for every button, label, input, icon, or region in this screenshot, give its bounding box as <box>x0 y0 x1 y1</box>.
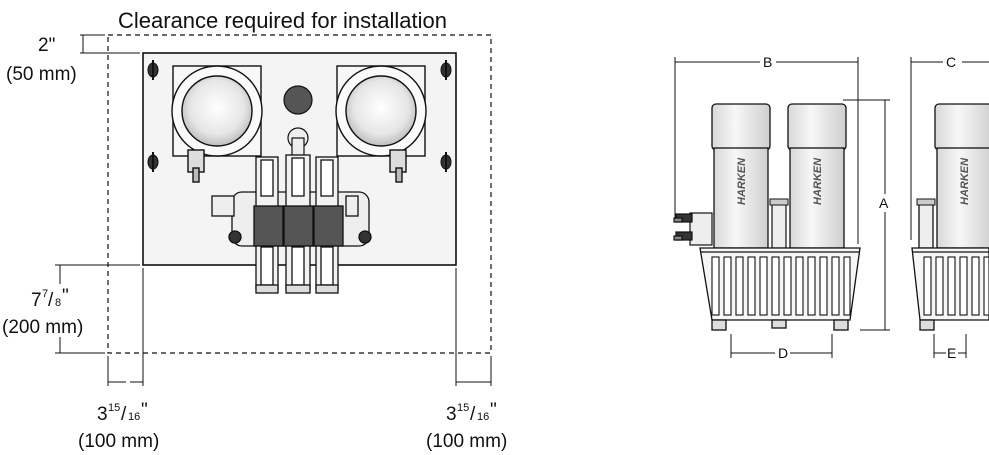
clearance-title: Clearance required for installation <box>118 8 447 33</box>
svg-text:/: / <box>470 404 476 425</box>
bottom-clearance-dimension <box>55 264 140 354</box>
clearance-envelope <box>107 34 492 354</box>
brand-label-3: HARKEN <box>959 157 971 205</box>
valve-manifold <box>211 154 372 294</box>
dimension-b-label: B <box>763 54 772 70</box>
left-clearance-metric: (100 mm) <box>78 431 159 452</box>
hose-fittings <box>673 212 713 246</box>
side-view-front: B A HARKEN HARKEN <box>673 54 890 361</box>
bottom-clearance-metric: (200 mm) <box>2 317 83 338</box>
svg-text:/: / <box>48 290 54 311</box>
left-clearance-numerator: 15 <box>108 402 120 414</box>
bottom-clearance-imperial: 7 7 / 8 " <box>31 286 69 311</box>
right-clearance-numerator: 15 <box>457 402 469 414</box>
right-clearance-metric: (100 mm) <box>426 431 507 452</box>
left-clearance-whole: 3 <box>97 404 108 425</box>
right-clearance-inch-mark: " <box>490 400 497 421</box>
mounting-screws <box>147 60 452 172</box>
bottom-clearance-whole: 7 <box>31 290 42 311</box>
dimension-a-label: A <box>879 195 889 211</box>
left-clearance-dimension <box>107 268 144 386</box>
bottom-clearance-inch-mark: " <box>62 286 69 307</box>
side-view-side: C HARKEN E <box>910 54 989 361</box>
top-clearance-metric: (50 mm) <box>6 64 77 85</box>
top-clearance-imperial: 2" <box>38 35 55 56</box>
left-pump-head <box>171 65 263 183</box>
dimension-d-label: D <box>778 345 788 361</box>
reservoir-ribs <box>711 256 851 316</box>
left-clearance-inch-mark: " <box>141 400 148 421</box>
left-clearance-denominator: 16 <box>128 411 140 423</box>
left-clearance-imperial: 3 15 / 16 " <box>97 400 148 425</box>
svg-text:/: / <box>121 404 127 425</box>
dimension-c-label: C <box>946 54 956 70</box>
front-view: Clearance required for installation <box>2 8 507 452</box>
right-clearance-denominator: 16 <box>477 411 489 423</box>
center-knob <box>283 85 313 115</box>
bottom-clearance-numerator: 7 <box>42 288 48 300</box>
brand-label-2: HARKEN <box>812 157 824 205</box>
right-pump-head <box>335 65 427 183</box>
brand-label-1: HARKEN <box>736 157 748 205</box>
top-clearance-dimension <box>80 34 140 54</box>
right-clearance-dimension <box>455 268 492 386</box>
right-cylinder <box>787 103 847 249</box>
right-clearance-imperial: 3 15 / 16 " <box>446 400 497 425</box>
bottom-clearance-denominator: 8 <box>55 297 61 309</box>
dimension-e-label: E <box>947 345 956 361</box>
right-clearance-whole: 3 <box>446 404 457 425</box>
